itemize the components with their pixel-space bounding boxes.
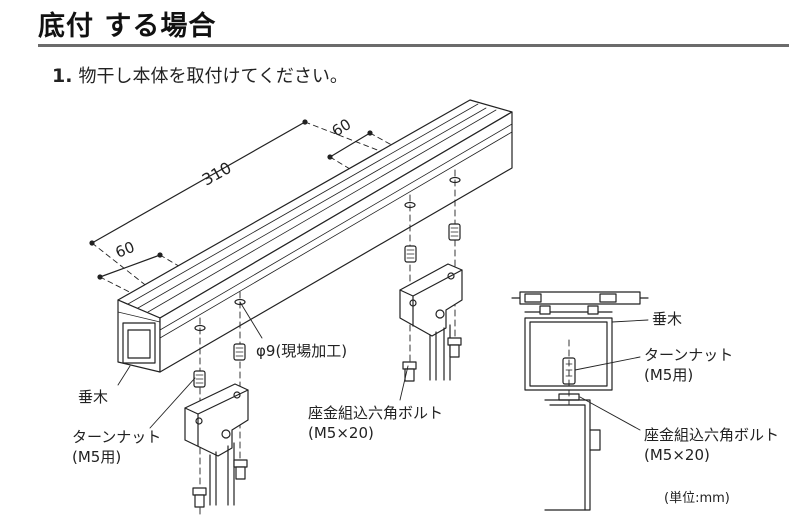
step-text: 物干し本体を取付けてください。 [78, 66, 348, 87]
leader-lines [117, 301, 409, 429]
turn-nut-center [404, 223, 461, 263]
unit-label: (単位:mm) [664, 490, 730, 506]
hole-centerlines [199, 169, 456, 516]
bolt-label-right: 座金組込六角ボルト [644, 426, 779, 444]
rafter-label-left: 垂木 [78, 388, 108, 406]
step-number: 1. [52, 65, 73, 87]
turn-nut-size-left: (M5用) [72, 448, 121, 466]
bolt-label-center: 座金組込六角ボルト [308, 404, 443, 422]
rafter-label-right: 垂木 [652, 310, 682, 328]
hole-label: φ9(現場加工) [256, 342, 347, 360]
bolt-center [402, 337, 462, 382]
rafter-bar [117, 99, 513, 373]
bracket-center [399, 263, 463, 381]
dim-left-offset: 60 [113, 238, 137, 262]
cross-section [511, 291, 649, 511]
page-title: 底付 する場合 [38, 11, 217, 42]
step-instruction: 1.物干し本体を取付けてください。 [52, 62, 348, 88]
bolt-size-center: (M5×20) [308, 424, 374, 442]
bolt-size-right: (M5×20) [644, 446, 710, 464]
turn-nut-left [193, 343, 246, 388]
turn-nut-label-right: ターンナット [644, 346, 733, 364]
dim-overall: 310 [199, 158, 235, 189]
turn-nut-label-left: ターンナット [72, 428, 161, 446]
dim-right-offset: 60 [329, 115, 355, 140]
turn-nut-size-right: (M5用) [644, 366, 693, 384]
title-underline [38, 44, 789, 47]
bracket-left [184, 383, 249, 506]
bolt-left [192, 459, 248, 508]
